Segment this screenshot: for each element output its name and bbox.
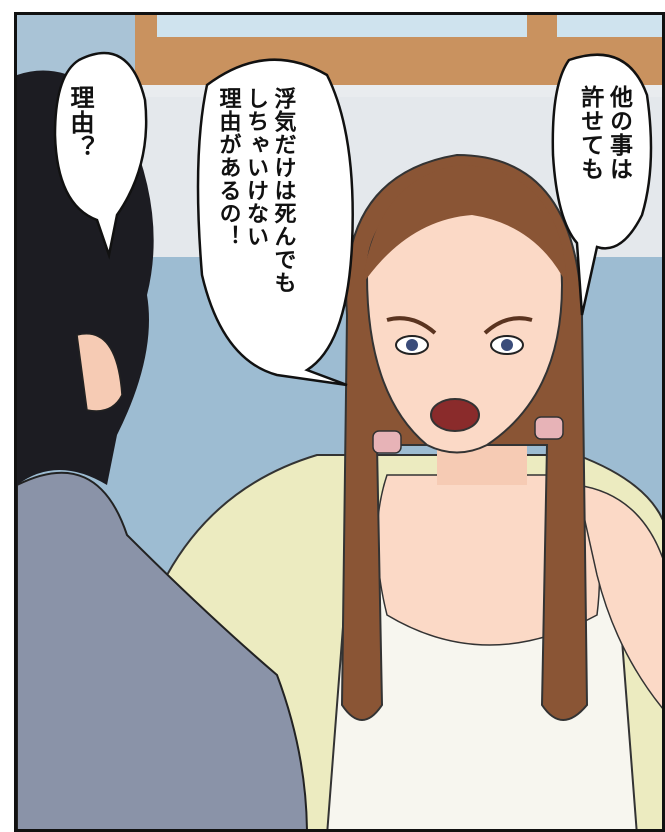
panel-illustration xyxy=(17,15,662,829)
bubble-right-shape xyxy=(551,53,653,316)
bubble-man-shape xyxy=(53,51,148,260)
manga-panel: 理由？ 浮気だけは死んでも しちゃいけない 理由があるの！ 他の事は 許せても xyxy=(14,12,665,832)
bubble-right-text: 他の事は 許せても xyxy=(576,85,632,181)
bubble-man-text: 理由？ xyxy=(66,85,94,160)
bubble-middle-text: 浮気だけは死んでも しちゃいけない 理由があるの！ xyxy=(215,87,296,294)
bubble-middle-shape xyxy=(196,58,354,387)
